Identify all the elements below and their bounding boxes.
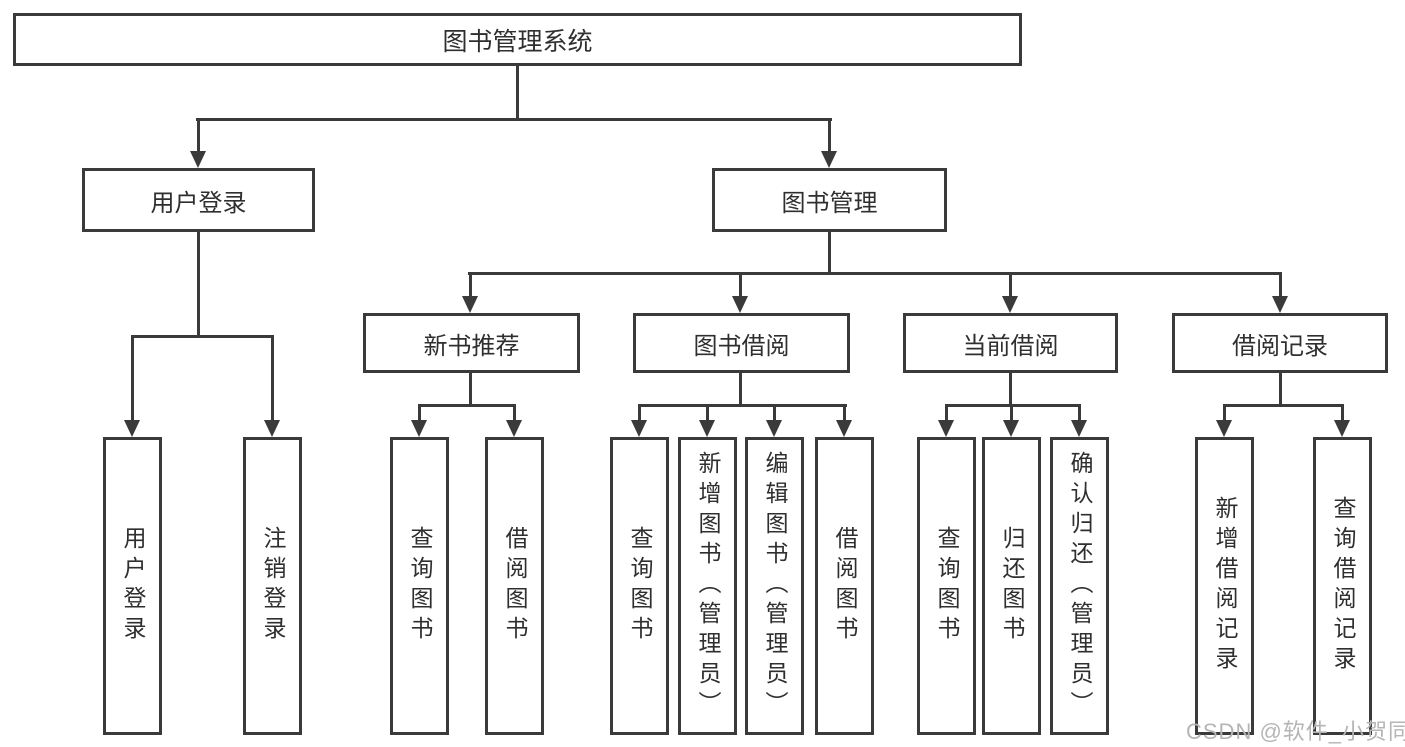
leaf-label: 查询图书	[627, 526, 653, 646]
connector-line	[945, 404, 1081, 407]
leaf-add-borrow-record: 新增借阅记录	[1195, 437, 1254, 735]
connector-line	[196, 118, 832, 121]
leaf-confirm-return-admin: 确认归还（管理员）	[1050, 437, 1109, 735]
arrowhead-icon	[264, 420, 280, 437]
connector-line	[739, 272, 742, 298]
connector-line	[828, 232, 831, 275]
leaf-query-books-current: 查询图书	[917, 437, 976, 735]
arrowhead-icon	[411, 420, 427, 437]
arrowhead-icon	[1003, 420, 1019, 437]
connector-line	[706, 404, 709, 422]
leaf-user-login: 用户登录	[103, 437, 162, 735]
arrowhead-icon	[190, 151, 206, 168]
arrowhead-icon	[699, 420, 715, 437]
connector-line	[773, 404, 776, 422]
leaf-query-books-recommend: 查询图书	[390, 437, 449, 735]
connector-line	[516, 66, 519, 119]
watermark: CSDN @软件_小贺同学	[1186, 719, 1405, 744]
leaf-label: 用户登录	[120, 526, 146, 646]
connector-line	[197, 118, 200, 152]
connector-line	[418, 404, 516, 407]
arrowhead-icon	[1002, 296, 1018, 313]
arrowhead-icon	[1216, 420, 1232, 437]
connector-line	[271, 335, 274, 421]
connector-line	[1279, 272, 1282, 298]
connector-line	[638, 404, 847, 407]
node-label: 图书借阅	[693, 332, 790, 360]
connector-line	[638, 404, 641, 422]
connector-line	[1279, 373, 1282, 407]
leaf-label: 归还图书	[999, 526, 1025, 646]
node-label: 用户登录	[150, 189, 247, 217]
node-label: 新书推荐	[423, 332, 520, 360]
node-label: 图书管理	[781, 189, 878, 217]
node-book-borrowing: 图书借阅	[633, 313, 850, 373]
node-label: 图书管理系统	[442, 27, 593, 56]
connector-line	[1341, 404, 1344, 422]
connector-line	[469, 272, 472, 298]
arrowhead-icon	[836, 420, 852, 437]
connector-line	[945, 404, 948, 422]
leaf-label: 查询图书	[934, 526, 960, 646]
node-book-management: 图书管理	[712, 168, 947, 232]
leaf-label: 查询借阅记录	[1330, 496, 1356, 676]
connector-line	[197, 232, 200, 338]
connector-line	[1078, 404, 1081, 422]
arrowhead-icon	[938, 420, 954, 437]
leaf-label: 查询图书	[407, 526, 433, 646]
arrowhead-icon	[766, 420, 782, 437]
node-user-login: 用户登录	[82, 168, 315, 232]
connector-line	[469, 373, 472, 407]
arrowhead-icon	[1272, 296, 1288, 313]
arrowhead-icon	[631, 420, 647, 437]
leaf-label: 新增图书（管理员）	[695, 451, 721, 721]
leaf-label: 注销登录	[260, 526, 286, 646]
arrowhead-icon	[732, 296, 748, 313]
leaf-logout: 注销登录	[243, 437, 302, 735]
arrowhead-icon	[462, 296, 478, 313]
leaf-label: 编辑图书（管理员）	[762, 451, 788, 721]
connector-line	[1223, 404, 1226, 422]
connector-line	[131, 335, 134, 421]
arrowhead-icon	[821, 151, 837, 168]
leaf-label: 新增借阅记录	[1212, 496, 1238, 676]
node-current-borrowing: 当前借阅	[903, 313, 1118, 373]
leaf-query-borrow-record: 查询借阅记录	[1313, 437, 1372, 735]
leaf-query-books-borrowing: 查询图书	[610, 437, 669, 735]
connector-line	[843, 404, 846, 422]
leaf-label: 借阅图书	[832, 526, 858, 646]
leaf-borrow-books-borrowing: 借阅图书	[815, 437, 874, 735]
leaf-borrow-books-recommend: 借阅图书	[485, 437, 544, 735]
connector-line	[131, 335, 274, 338]
connector-line	[739, 373, 742, 407]
arrowhead-icon	[1071, 420, 1087, 437]
connector-line	[1009, 272, 1012, 298]
leaf-return-books: 归还图书	[982, 437, 1041, 735]
connector-line	[513, 404, 516, 422]
leaf-label: 借阅图书	[502, 526, 528, 646]
arrowhead-icon	[1334, 420, 1350, 437]
arrowhead-icon	[506, 420, 522, 437]
arrowhead-icon	[124, 420, 140, 437]
node-label: 借阅记录	[1232, 332, 1328, 360]
connector-line	[1010, 404, 1013, 422]
node-label: 当前借阅	[962, 332, 1059, 360]
connector-line	[1009, 373, 1012, 407]
leaf-edit-book-admin: 编辑图书（管理员）	[745, 437, 804, 735]
leaf-add-book-admin: 新增图书（管理员）	[678, 437, 737, 735]
node-borrowing-records: 借阅记录	[1172, 313, 1388, 373]
connector-line	[468, 272, 1282, 275]
connector-line	[418, 404, 421, 422]
connector-line	[828, 118, 831, 152]
node-new-book-recommend: 新书推荐	[363, 313, 580, 373]
connector-line	[1223, 404, 1344, 407]
leaf-label: 确认归还（管理员）	[1067, 451, 1093, 721]
node-library-management-system: 图书管理系统	[13, 13, 1022, 66]
